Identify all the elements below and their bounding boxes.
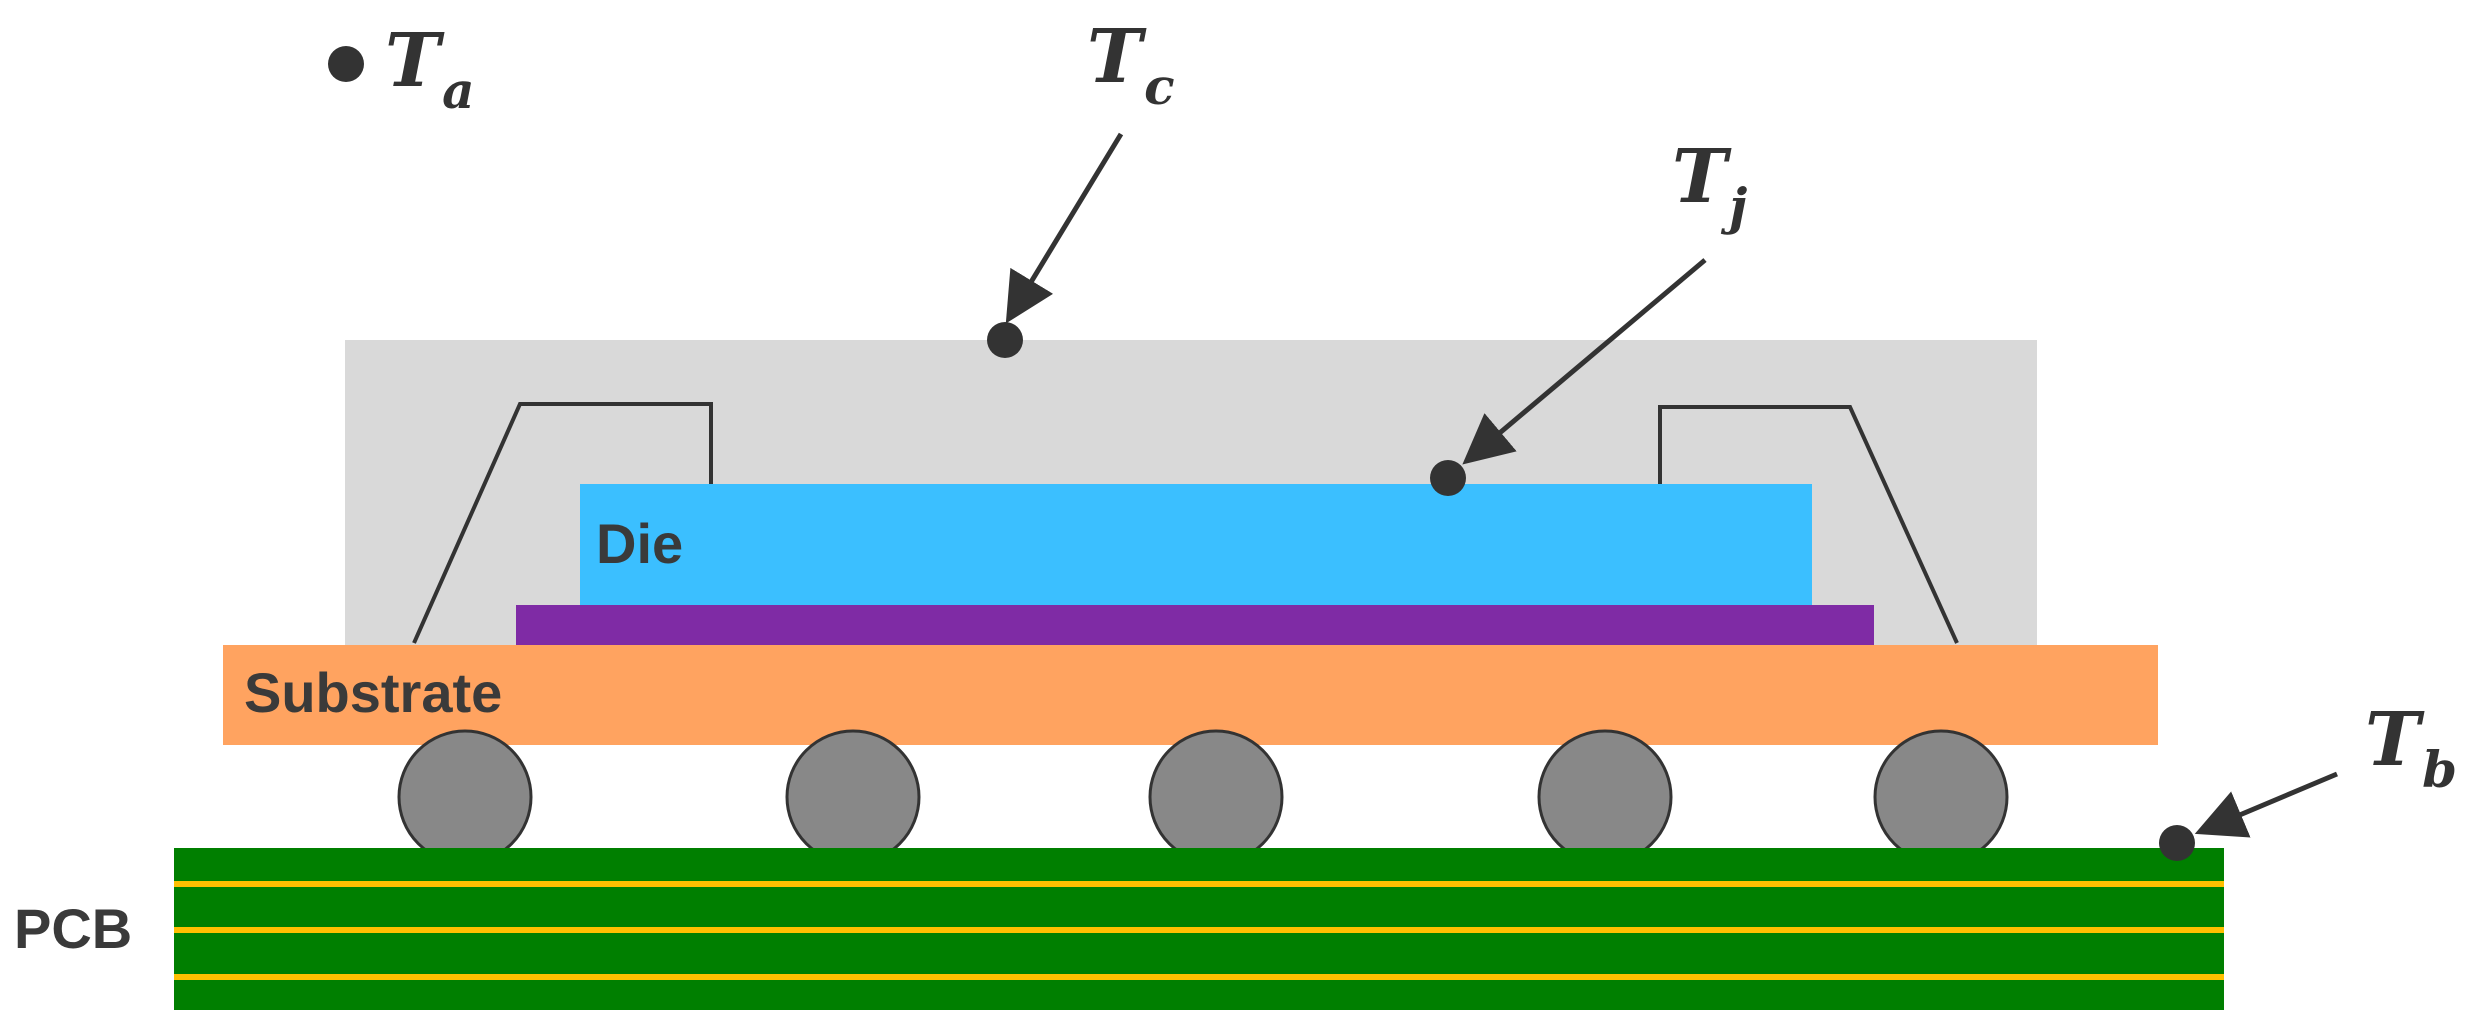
solder-ball [1537, 729, 1673, 865]
board-temperature-point: Tb [2159, 697, 2457, 861]
pcb-traces [174, 881, 2224, 980]
solder-ball [1148, 729, 1284, 865]
solder-balls [397, 729, 2009, 865]
junction-marker-dot [1430, 460, 1466, 496]
board-label: Tb [2365, 697, 2457, 799]
case-arrow [1005, 132, 1124, 324]
substrate [223, 645, 2158, 745]
solder-ball [397, 729, 533, 865]
junction-arrow [1462, 258, 1707, 465]
case-marker-dot [987, 322, 1023, 358]
die [580, 484, 1812, 605]
case-temperature-point: Tc [987, 14, 1175, 358]
ambient-label: Ta [385, 18, 474, 120]
die-label: Die [596, 512, 683, 575]
pcb-trace [174, 881, 2224, 887]
solder-ball [785, 729, 921, 865]
bond-wire-right [1658, 405, 1959, 644]
die-attach [516, 605, 1874, 645]
ambient-temperature-point: Ta [328, 18, 474, 120]
pcb-trace [174, 974, 2224, 980]
substrate-label: Substrate [244, 661, 502, 724]
ambient-marker-dot [328, 46, 364, 82]
board-arrow [2194, 771, 2338, 838]
solder-ball [1873, 729, 2009, 865]
junction-label: Tj [1672, 134, 1747, 236]
board-marker-dot [2159, 825, 2195, 861]
pcb-label: PCB [14, 897, 132, 960]
bond-wire-left [412, 402, 713, 644]
pcb-trace [174, 927, 2224, 933]
case-label: Tc [1087, 14, 1175, 116]
